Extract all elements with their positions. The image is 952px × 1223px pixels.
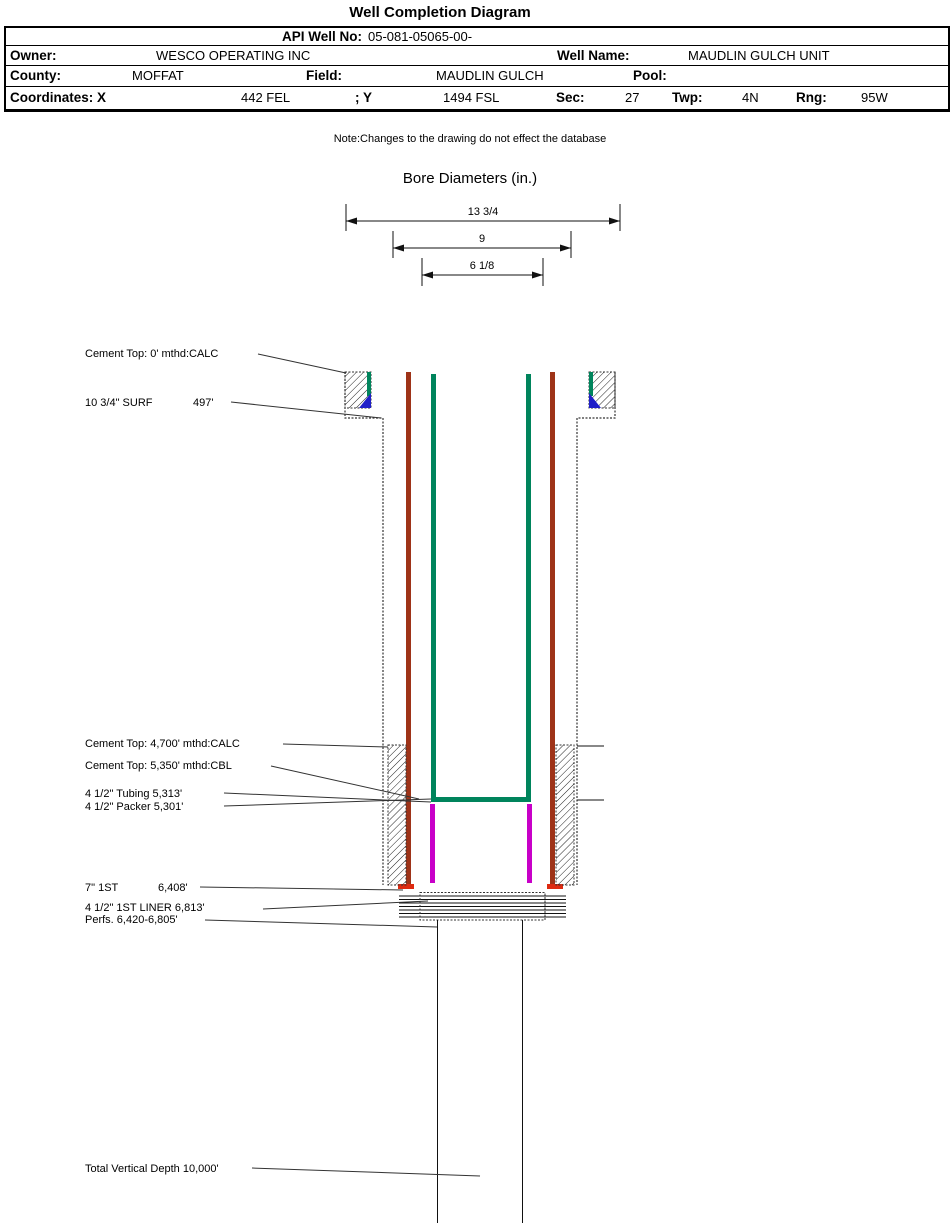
bore-diameter-value: 9	[479, 233, 485, 245]
page-title: Well Completion Diagram	[349, 4, 531, 21]
annotation-packer: 4 1/2" Packer 5,301'	[85, 801, 183, 813]
annotation-surface-casing: 10 3/4" SURF	[85, 397, 153, 409]
lower-cement-left	[387, 744, 407, 886]
casing-shoe-right	[547, 884, 563, 889]
tubing-left	[431, 374, 436, 800]
liner-outline	[419, 892, 546, 921]
annotation-perfs: Perfs. 6,420-6,805'	[85, 914, 178, 926]
api-value: 05-081-05065-00-	[368, 29, 473, 44]
bore-diameters-title: Bore Diameters (in.)	[403, 170, 537, 187]
coordinates-label: Coordinates: X	[10, 90, 107, 105]
bore-dimension-9: 9	[392, 231, 572, 258]
pool-label: Pool:	[633, 68, 667, 83]
leader-perfs	[204, 919, 438, 928]
casing-shoe-left	[398, 884, 414, 889]
leader-tvd	[251, 1167, 481, 1177]
borehole-wall-left	[344, 372, 384, 885]
dim-arrow-left	[393, 244, 404, 252]
dim-arrow-left	[346, 217, 357, 225]
leader-casing-7in	[199, 886, 404, 891]
dim-arrow-right	[560, 244, 571, 252]
casing-7in-left	[406, 372, 411, 888]
county-row: County: MOFFAT Field: MAUDLIN GULCH Pool…	[6, 66, 948, 87]
owner-row: Owner: WESCO OPERATING INC Well Name: MA…	[6, 46, 948, 66]
surface-cement-blue-wedge-left	[359, 393, 371, 408]
casing-7in-right	[550, 372, 555, 888]
bore-diameter-value: 6 1/8	[470, 260, 494, 272]
bore-dimension-13-3-4: 13 3/4	[345, 204, 621, 231]
below-packer-right	[527, 804, 532, 883]
twp-value: 4N	[742, 90, 759, 105]
surface-cement-blue-wedge-right	[589, 393, 601, 408]
owner-label: Owner:	[10, 48, 57, 63]
coordinates-y-label: ; Y	[355, 90, 373, 105]
field-label: Field:	[306, 68, 342, 83]
coordinates-row: Coordinates: X 442 FEL ; Y 1494 FSL Sec:…	[6, 87, 948, 109]
annotation-tubing: 4 1/2" Tubing 5,313'	[85, 788, 182, 800]
liner-hatch-lines	[399, 895, 566, 918]
annotation-cement-top-5350: Cement Top: 5,350' mthd:CBL	[85, 760, 232, 772]
tubing-right	[526, 374, 531, 800]
annotation-casing-7in: 7" 1ST	[85, 882, 119, 894]
field-value: MAUDLIN GULCH	[436, 68, 544, 83]
api-label: API Well No:	[282, 29, 363, 44]
coordinates-y-value: 1494 FSL	[443, 90, 500, 105]
coordinates-x-value: 442 FEL	[241, 90, 291, 105]
leader-cement-top-surface	[257, 353, 347, 374]
annotation-cement-top-surface: Cement Top: 0' mthd:CALC	[85, 348, 218, 360]
surface-cement-green-edge-left	[367, 372, 371, 396]
dim-arrow-left	[422, 271, 433, 279]
leader-cement-top-5350	[270, 765, 420, 800]
bore-diameter-value: 13 3/4	[468, 206, 499, 218]
twp-label: Twp:	[672, 90, 703, 105]
owner-value: WESCO OPERATING INC	[156, 48, 311, 63]
sec-label: Sec:	[556, 90, 585, 105]
packer-bar	[431, 797, 531, 802]
well-header-table: API Well No: 05-081-05065-00- Owner: WES…	[4, 26, 950, 112]
annotation-tvd: Total Vertical Depth 10,000'	[85, 1163, 219, 1175]
county-label: County:	[10, 68, 61, 83]
leader-cement-top-4700	[282, 743, 389, 748]
dim-arrow-right	[532, 271, 543, 279]
annotation-surface-casing-depth: 497'	[193, 397, 213, 409]
annotation-liner: 4 1/2" 1ST LINER 6,813'	[85, 902, 205, 914]
annotation-casing-7in-depth: 6,408'	[158, 882, 188, 894]
lower-cement-right	[555, 744, 575, 886]
dim-arrow-right	[609, 217, 620, 225]
rng-label: Rng:	[796, 90, 827, 105]
annotation-cement-top-4700: Cement Top: 4,700' mthd:CALC	[85, 738, 240, 750]
leader-surface-casing	[230, 401, 382, 419]
leader-liner	[262, 900, 429, 910]
bore-dimension-6-1-8: 6 1/8	[421, 258, 544, 286]
api-row: API Well No: 05-081-05065-00-	[6, 28, 948, 46]
county-value: MOFFAT	[132, 68, 184, 83]
sec-value: 27	[625, 90, 640, 105]
surface-cement-green-edge-right	[589, 372, 593, 396]
rng-value: 95W	[861, 90, 888, 105]
leader-packer	[223, 798, 432, 807]
well-name-value: MAUDLIN GULCH UNIT	[688, 48, 830, 63]
well-name-label: Well Name:	[557, 48, 630, 63]
below-packer-left	[430, 804, 435, 883]
borehole-wall-right	[576, 372, 616, 885]
database-note: Note:Changes to the drawing do not effec…	[333, 133, 607, 145]
